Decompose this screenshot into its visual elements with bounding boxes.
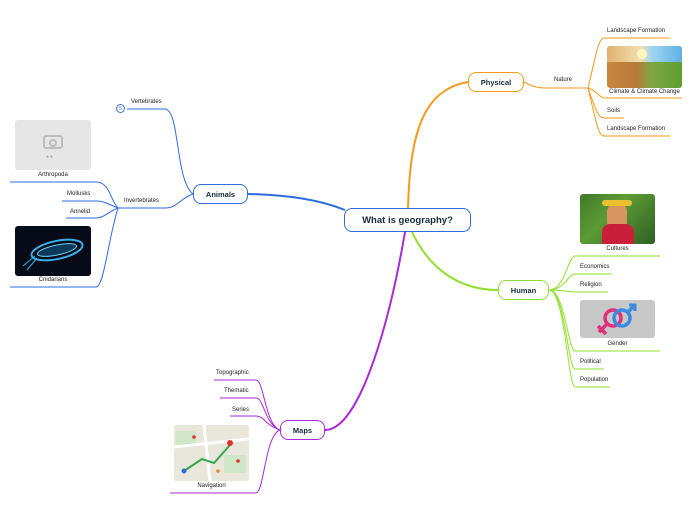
subtopic-soils[interactable]: Soils — [607, 108, 621, 114]
subtopic-religion[interactable]: Religion — [580, 282, 602, 288]
topic-maps[interactable]: Maps — [280, 420, 325, 440]
subtopic-population[interactable]: Population — [580, 377, 609, 383]
subtopic-cnidarians[interactable]: Cnidarians — [38, 277, 68, 283]
topic-physical-label: Physical — [480, 77, 512, 87]
central-topic-label: What is geography? — [362, 214, 453, 226]
topic-maps-label: Maps — [292, 425, 313, 435]
subtopic-landscape-formation[interactable]: Landscape Formation — [607, 28, 666, 34]
subtopic-series[interactable]: Series — [232, 407, 250, 413]
subtopic-navigation[interactable]: Navigation — [197, 483, 226, 489]
subtopic-nature[interactable]: Nature — [554, 77, 573, 83]
topic-animals-label: Animals — [205, 189, 236, 199]
cultures-dress — [602, 224, 634, 244]
subtopic-climate-change[interactable]: Climate & Climate Change — [609, 89, 680, 95]
subtopic-mollusks[interactable]: Mollusks — [67, 191, 91, 197]
topic-animals[interactable]: Animals — [193, 184, 248, 204]
subtopic-landscape-formation-2[interactable]: Landscape Formation — [607, 126, 666, 132]
subtopic-thematic[interactable]: Thematic — [224, 388, 249, 394]
climate-sun — [637, 49, 647, 59]
central-topic[interactable]: What is geography? — [344, 208, 471, 232]
cultures-image — [580, 194, 655, 244]
gender-symbols — [596, 303, 637, 336]
cnidarians-image — [15, 226, 91, 276]
navigation-map-image — [174, 425, 249, 481]
camera-icon — [43, 135, 63, 149]
subtopic-vertebrates[interactable]: Vertebrates — [131, 99, 162, 105]
cultures-flowers — [602, 200, 632, 206]
topic-human-label: Human — [510, 285, 537, 295]
subtopic-gender[interactable]: Gender — [607, 341, 628, 347]
navigation-map-graphic — [174, 425, 249, 481]
camera-lens — [49, 139, 57, 147]
cultures-figure — [607, 202, 627, 228]
jellyfish-graphic — [22, 238, 84, 271]
image-placeholder: ●● — [15, 120, 91, 170]
gender-image — [580, 300, 655, 338]
subtopic-cultures[interactable]: Cultures — [606, 246, 629, 252]
collapsed-count-badge[interactable]: 5 — [116, 104, 125, 113]
subtopic-economics[interactable]: Economics — [580, 264, 610, 270]
climate-change-image — [607, 46, 682, 88]
topic-human[interactable]: Human — [498, 280, 549, 300]
subtopic-annelid[interactable]: Annelid — [70, 209, 91, 215]
loading-dots: ●● — [46, 154, 55, 160]
subtopic-topographic[interactable]: Topographic — [216, 370, 249, 376]
topic-physical[interactable]: Physical — [468, 72, 524, 92]
subtopic-political[interactable]: Political — [580, 359, 601, 365]
subtopic-arthropoda[interactable]: Arthropoda — [38, 172, 68, 178]
subtopic-invertebrates[interactable]: Invertebrates — [124, 198, 160, 204]
